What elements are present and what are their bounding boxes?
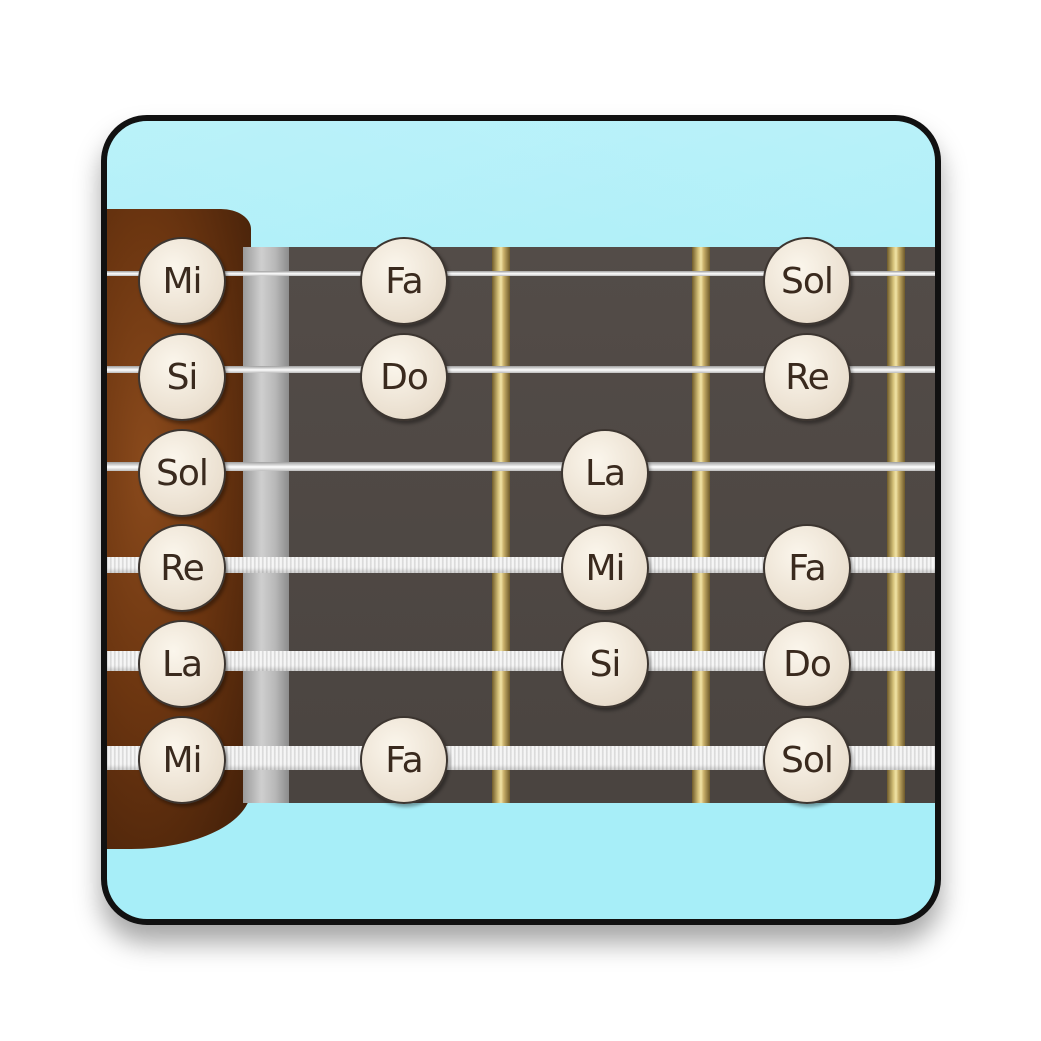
- note-fret3-string-1[interactable]: Sol: [763, 237, 851, 325]
- string-5: [107, 651, 935, 671]
- fret-2: [692, 247, 710, 803]
- note-open-string-2[interactable]: Si: [138, 333, 226, 421]
- note-open-string-3[interactable]: Sol: [138, 429, 226, 517]
- note-open-string-5[interactable]: La: [138, 620, 226, 708]
- note-open-string-4[interactable]: Re: [138, 524, 226, 612]
- note-fret1-string-1[interactable]: Fa: [360, 237, 448, 325]
- fret-1: [492, 247, 510, 803]
- note-fret2-string-3[interactable]: La: [561, 429, 649, 517]
- note-fret2-string-5[interactable]: Si: [561, 620, 649, 708]
- note-fret3-string-5[interactable]: Do: [763, 620, 851, 708]
- note-open-string-1[interactable]: Mi: [138, 237, 226, 325]
- string-3: [107, 462, 935, 471]
- string-4: [107, 557, 935, 573]
- fret-3: [887, 247, 905, 803]
- note-fret3-string-6[interactable]: Sol: [763, 716, 851, 804]
- note-fret1-string-2[interactable]: Do: [360, 333, 448, 421]
- note-fret2-string-4[interactable]: Mi: [561, 524, 649, 612]
- note-fret3-string-2[interactable]: Re: [763, 333, 851, 421]
- note-open-string-6[interactable]: Mi: [138, 716, 226, 804]
- guitar-nut: [243, 247, 289, 803]
- guitar-fretboard-app-icon: Mi Si Sol Re La Mi Fa Do Fa La Mi Si Sol…: [101, 115, 941, 925]
- string-1: [107, 271, 935, 276]
- note-fret3-string-4[interactable]: Fa: [763, 524, 851, 612]
- string-2: [107, 366, 935, 373]
- note-fret1-string-6[interactable]: Fa: [360, 716, 448, 804]
